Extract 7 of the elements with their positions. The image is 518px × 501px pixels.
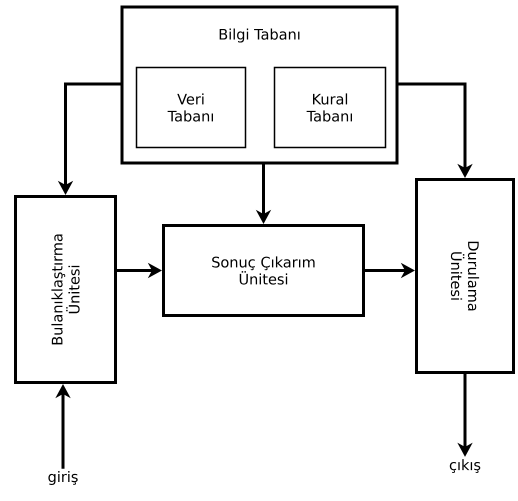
process-box: Bulanıklaştırma Ünitesi (14, 195, 117, 384)
process-box: Veri Tabanı (136, 66, 246, 148)
process-box: Durulama Ünitesi (415, 178, 515, 374)
io-label: giriş (48, 470, 78, 485)
process-box: Kural Tabanı (274, 66, 386, 148)
io-label: çıkış (450, 459, 480, 473)
process-box: Sonuç Çıkarım Ünitesi (162, 224, 365, 317)
